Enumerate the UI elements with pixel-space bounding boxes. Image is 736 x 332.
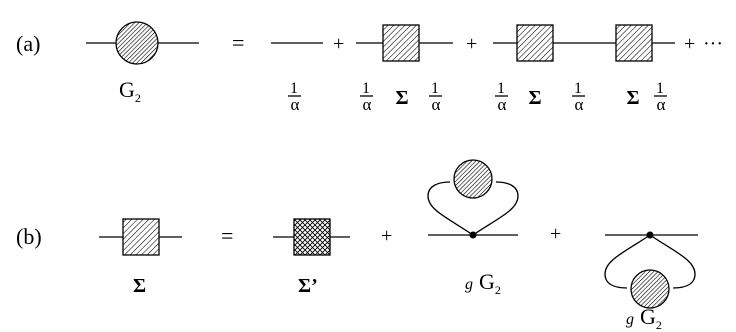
sigma-vertex [99, 218, 182, 256]
frac-denominator: α [657, 95, 666, 114]
frac-numerator: 1 [497, 80, 505, 97]
g2-blob [453, 159, 493, 199]
sigma-box [615, 24, 653, 62]
vertex-dot [646, 231, 654, 239]
sigma-caption: Σ [133, 275, 146, 297]
frac-2: 1 α [360, 80, 373, 114]
equals-sign-b: = [221, 223, 233, 248]
frac-3: 1 α [429, 80, 442, 114]
g2-caption: G2 [119, 77, 141, 105]
frac-5: 1 α [572, 80, 585, 114]
sigma-box [382, 24, 420, 62]
coupling-g: g [626, 311, 634, 328]
sigma-prime-box [293, 218, 331, 256]
sigma-box [516, 24, 554, 62]
plus-sign-a3: + [684, 33, 695, 55]
ellipsis: ··· [703, 33, 723, 55]
tadpole-down-loop [604, 234, 696, 289]
frac-numerator: 1 [362, 80, 370, 97]
frac-numerator: 1 [574, 80, 582, 97]
frac-denominator: α [363, 95, 372, 114]
frac-denominator: α [291, 95, 300, 114]
frac-6: 1 α [654, 80, 667, 114]
frac-denominator: α [432, 95, 441, 114]
frac-denominator: α [498, 95, 507, 114]
equals-sign-a: = [232, 30, 244, 55]
double-sigma-insertion [493, 24, 675, 62]
g2-blob [115, 21, 159, 65]
tadpole-up-diagram [427, 159, 519, 239]
plus-sign-a1: + [333, 33, 344, 55]
sigma-symbol: Σ [626, 87, 639, 109]
coupling-g: g [465, 276, 473, 293]
sigma-symbol: Σ [528, 87, 541, 109]
sigma-box [122, 218, 160, 256]
frac-numerator: 1 [656, 80, 664, 97]
plus-sign-a2: + [466, 33, 477, 55]
sigma-symbol: Σ [395, 87, 408, 109]
g2-blob [630, 269, 670, 309]
plus-sign-b2: + [550, 223, 561, 245]
frac-1: 1 α [288, 80, 301, 114]
sigma-prime-vertex [273, 218, 350, 256]
panel-a-label: (a) [16, 31, 40, 56]
plus-sign-b1: + [381, 225, 392, 247]
panel-a: (a) G2 = + + + ··· 1 α [16, 21, 723, 114]
frac-numerator: 1 [290, 80, 298, 97]
tadpole-down-diagram [604, 231, 698, 309]
frac-numerator: 1 [431, 80, 439, 97]
frac-4: 1 α [495, 80, 508, 114]
panel-b-label: (b) [16, 224, 42, 249]
vertex-dot [469, 231, 477, 239]
frac-denominator: α [575, 95, 584, 114]
g2-propagator [86, 21, 199, 65]
single-sigma-insertion [356, 24, 453, 62]
sigma-prime-caption: Σ’ [298, 275, 318, 297]
tadpole-up-loop [427, 181, 519, 236]
